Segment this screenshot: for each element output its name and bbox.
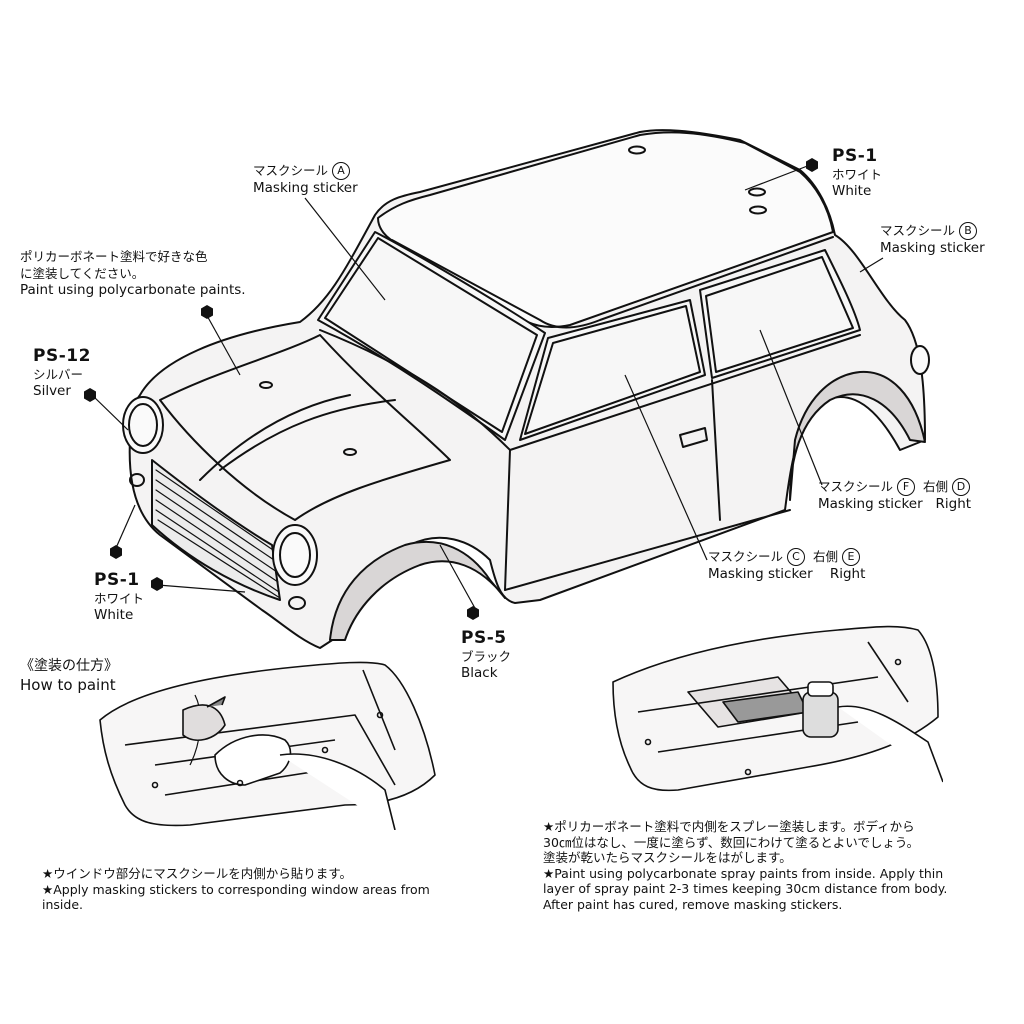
spray-paint-illustration xyxy=(612,625,943,792)
ps12-marker-icon xyxy=(84,388,96,402)
ps1-top-marker-icon xyxy=(806,158,818,172)
sticker-instruction-note: ★ウインドウ部分にマスクシールを内側から貼ります。 ★Apply masking… xyxy=(42,866,430,912)
how-to-paint-heading: 《塗装の仕方》 How to paint xyxy=(20,658,118,694)
ps5-label: PS-5 ブラック Black xyxy=(461,628,512,681)
ps1-bottom-marker-b-icon xyxy=(151,577,163,591)
apply-sticker-illustration xyxy=(99,661,436,830)
ps12-label: PS-12 シルバー Silver xyxy=(33,346,91,399)
ps1-top-label: PS-1 ホワイト White xyxy=(832,146,883,199)
polycarbonate-note: ポリカーボネート塗料で好きな色 に塗装してください。 Paint using p… xyxy=(20,249,246,298)
ps5-marker-icon xyxy=(467,606,479,620)
spray-instruction-note: ★ポリカーボネート塗料で内側をスプレー塗装します。ボディから 30㎝位はなし、一… xyxy=(543,819,948,912)
poly-paint-marker-icon xyxy=(201,305,213,319)
ps1-bottom-marker-a-icon xyxy=(110,545,122,559)
ps1-bottom-label: PS-1 ホワイト White xyxy=(94,570,145,623)
